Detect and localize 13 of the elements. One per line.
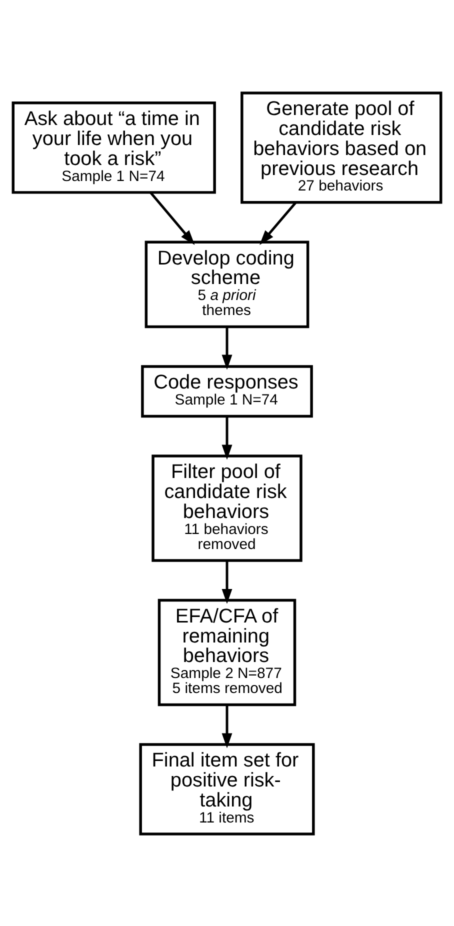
arrow: [260, 201, 296, 245]
arrow: [222, 704, 232, 748]
node-box: Code responses Sample 1 N=74: [141, 364, 313, 418]
node-box: EFA/CFA of remaining behaviors Sample 2 N=877 5 items removed: [158, 598, 296, 706]
arrow: [150, 191, 195, 244]
node-box: Filter pool of candidate risk behaviors 11 behaviors removed: [152, 454, 302, 562]
node-box: Ask about “a time in your life when you took a risk” Sample 1 N=74: [12, 101, 216, 194]
node-box: Generate pool of candidate risk behaviors based on previous research 27 behaviors: [240, 91, 442, 204]
node-box: Final item set for positive risk-taking 11 items: [139, 742, 315, 835]
arrow: [222, 560, 232, 604]
arrow: [222, 416, 232, 460]
node-box: Develop coding scheme 5 a priori themes: [144, 240, 310, 328]
arrow: [222, 326, 232, 370]
